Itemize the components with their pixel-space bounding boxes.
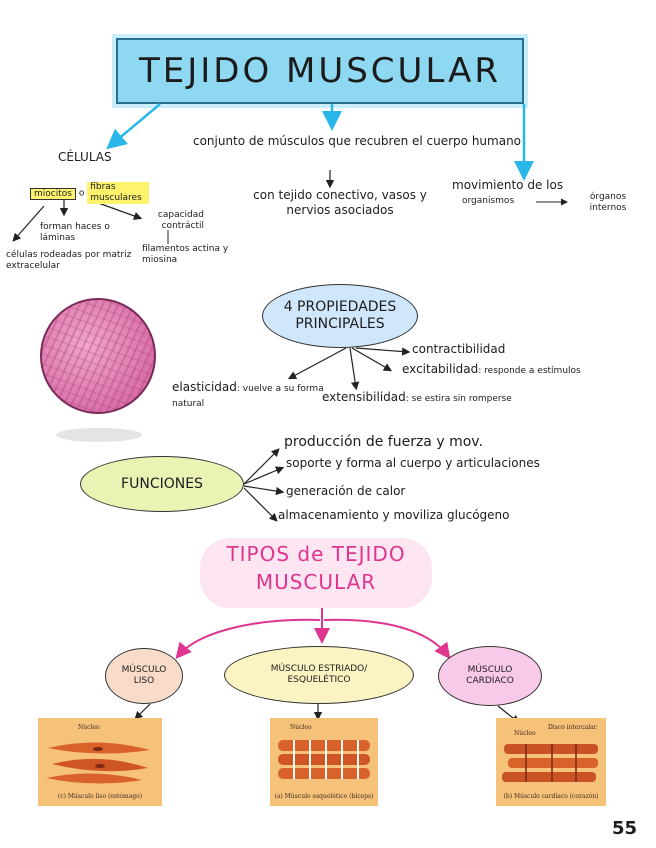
estriado-illustration: Núcleo (a) Músculo esquelético (bíceps) xyxy=(270,718,378,806)
card-disco-label: Disco intercalar xyxy=(548,724,597,731)
estriado-ellipse: MÚSCULO ESTRIADO/ ESQUELÉTICO xyxy=(224,646,414,704)
tipos-title: TIPOS de TEJIDO MUSCULAR xyxy=(226,542,406,594)
title-box xyxy=(116,38,524,104)
liso-label: MÚSCULO LISO xyxy=(121,665,167,686)
funcion-item-4: almacenamiento y moviliza glucógeno xyxy=(278,508,510,522)
card-caption: (b) Músculo cardíaco (corazón) xyxy=(503,793,599,800)
forman-haces: forman haces o láminas xyxy=(40,222,110,243)
o-label: o xyxy=(78,188,85,199)
funciones-ellipse: FUNCIONES xyxy=(80,456,244,512)
prop-item-extensibilidad: extensibilidad: se estira sin romperse xyxy=(322,390,512,404)
liso-nucleo-label: Núcleo xyxy=(78,724,100,731)
liso-caption: (c) Músculo liso (estómago) xyxy=(57,793,143,800)
propiedades-title: 4 PROPIEDADES PRINCIPALES xyxy=(283,299,397,332)
organos-text: órganos internos xyxy=(589,192,627,213)
funcion-item-3: generación de calor xyxy=(286,484,406,498)
funcion-item-2: soporte y forma al cuerpo y articulacion… xyxy=(286,456,540,470)
funcion-item-1: producción de fuerza y mov. xyxy=(284,434,483,450)
tissue-shadow xyxy=(56,428,142,442)
miocitos-row: miocitos o fibras musculares xyxy=(30,182,150,204)
estriado-cells-drawing xyxy=(278,740,370,779)
capacidad-contractil: capacidad contráctil xyxy=(157,210,204,231)
movimiento-text: movimiento de los xyxy=(452,178,564,192)
liso-cells-drawing xyxy=(46,742,150,784)
cardiaco-illustration: Núcleo Disco intercalar (b) Músculo card… xyxy=(496,718,606,806)
celulas-heading: CÉLULAS xyxy=(58,150,112,164)
propiedades-ellipse: 4 PROPIEDADES PRINCIPALES xyxy=(262,284,418,348)
liso-ellipse: MÚSCULO LISO xyxy=(105,648,183,704)
liso-illustration: Núcleo (c) Músculo liso (estómago) xyxy=(38,718,162,806)
estriado-label: MÚSCULO ESTRIADO/ ESQUELÉTICO xyxy=(270,664,368,685)
estr-nucleo-label: Núcleo xyxy=(290,724,312,731)
tejido-conectivo-text: con tejido conectivo, vasos y nervios as… xyxy=(253,188,427,217)
definicion-text: conjunto de músculos que recubren el cue… xyxy=(192,134,522,148)
arrow-title-celulas xyxy=(106,103,161,150)
fibras-label: fibras musculares xyxy=(87,182,150,204)
prop-item-contractibilidad: contractibilidad xyxy=(412,342,506,356)
tipos-highlight xyxy=(200,538,432,608)
celulas-rodeadas: células rodeadas por matriz extracelular xyxy=(6,250,132,271)
cardiaco-ellipse: MÚSCULO CARDÍACO xyxy=(438,646,542,706)
organismos-text: organismos xyxy=(462,196,515,206)
card-nucleo-label: Núcleo xyxy=(514,730,536,737)
cardiaco-cells-drawing xyxy=(502,744,598,782)
page-title: TEJIDO MUSCULAR xyxy=(138,51,502,91)
prop-item-elasticidad: elasticidad: vuelve a su forma natural xyxy=(172,380,324,409)
filamentos: filamentos actina y miosina xyxy=(142,244,229,265)
estr-caption: (a) Músculo esquelético (bíceps) xyxy=(274,793,374,800)
miocitos-label: miocitos xyxy=(30,187,76,200)
funciones-title: FUNCIONES xyxy=(121,475,203,492)
cardiaco-label: MÚSCULO CARDÍACO xyxy=(466,665,514,686)
tissue-micrograph xyxy=(40,298,156,414)
page-number: 55 xyxy=(612,818,638,839)
prop-item-excitabilidad: excitabilidad: responde a estímulos xyxy=(402,362,581,376)
